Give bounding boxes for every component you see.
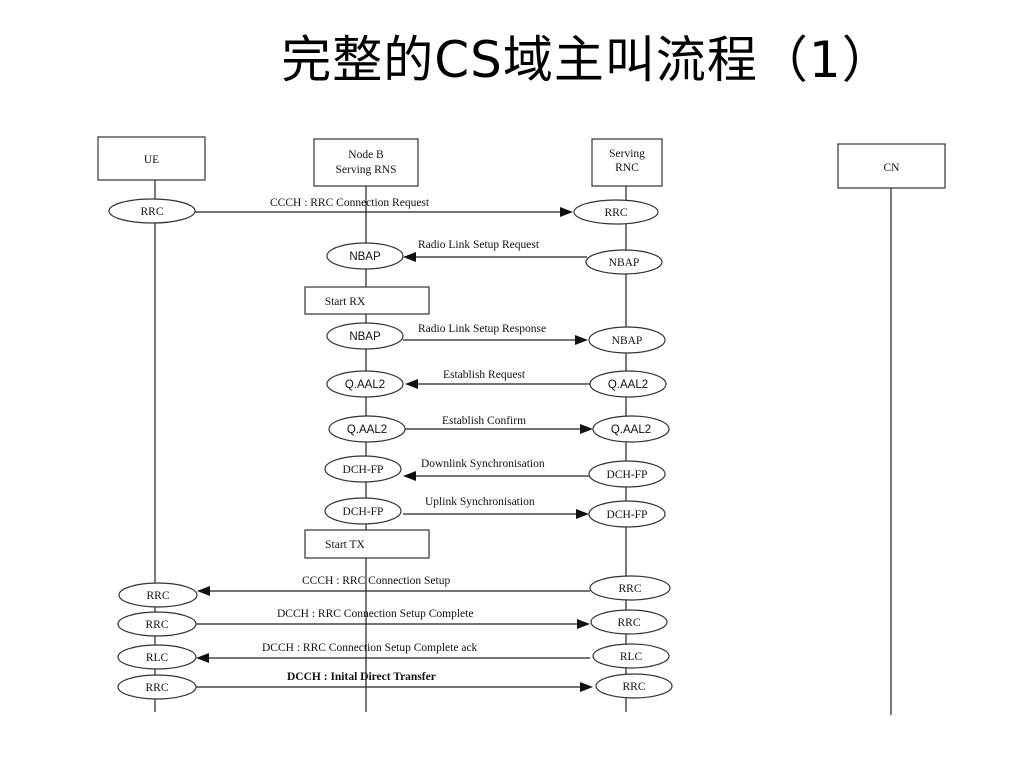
protocol-oval: DCH-FP <box>324 455 402 483</box>
slide-title: 完整的CS域主叫流程（1） <box>281 31 893 89</box>
protocol-oval: NBAP <box>588 326 666 354</box>
protocol-oval: NBAP <box>326 322 404 350</box>
protocol-label: DCH-FP <box>343 464 384 476</box>
message-label: Downlink Synchronisation <box>421 458 545 470</box>
entity-rnc-label-2: RNC <box>615 162 639 174</box>
protocol-label: RRC <box>145 619 168 631</box>
protocol-label: DCH-FP <box>343 506 384 518</box>
protocol-oval: Q.AAL2 <box>326 370 404 398</box>
protocol-oval: Q.AAL2 <box>592 415 670 443</box>
start-rx-box: Start RX <box>304 286 430 315</box>
protocol-oval: Q.AAL2 <box>328 415 406 443</box>
protocol-oval: RLC <box>592 643 670 669</box>
entity-nodeb-label-1: Node B <box>348 149 384 161</box>
protocol-label: RLC <box>146 652 169 664</box>
protocol-label: RRC <box>146 590 169 602</box>
message-rrc-connection-request: CCCH : RRC Connection Request <box>193 197 573 217</box>
protocol-oval: Q.AAL2 <box>589 370 667 398</box>
start-tx-label: Start TX <box>325 539 365 551</box>
protocol-label: RLC <box>620 651 643 663</box>
message-radio-link-setup-response: Radio Link Setup Response <box>403 323 588 345</box>
message-rrc-connection-setup: CCCH : RRC Connection Setup <box>197 575 590 596</box>
protocol-label: RRC <box>140 206 163 218</box>
entity-rnc-label-1: Serving <box>609 148 645 160</box>
protocol-oval: RLC <box>117 644 197 670</box>
start-tx-box: Start TX <box>304 529 430 559</box>
protocol-label: Q.AAL2 <box>608 379 648 391</box>
message-label: Uplink Synchronisation <box>425 496 535 508</box>
message-label: CCCH : RRC Connection Setup <box>302 575 450 587</box>
protocol-label: Q.AAL2 <box>347 424 387 436</box>
protocol-label: NBAP <box>612 335 643 347</box>
entity-ue: UE <box>97 136 206 181</box>
protocol-oval: RRC <box>118 582 198 608</box>
message-rrc-setup-complete: DCCH : RRC Connection Setup Complete <box>196 608 590 629</box>
message-label: Establish Confirm <box>442 415 526 427</box>
message-label: Radio Link Setup Request <box>418 239 540 251</box>
message-initial-direct-transfer: DCCH : Inital Direct Transfer <box>196 671 593 692</box>
protocol-label: DCH-FP <box>607 469 648 481</box>
protocol-oval: NBAP <box>326 242 404 270</box>
entity-cn-label: CN <box>884 162 901 174</box>
protocol-oval: RRC <box>117 674 197 700</box>
protocol-label: NBAP <box>349 331 381 343</box>
message-label: Radio Link Setup Response <box>418 323 546 335</box>
protocol-oval: DCH-FP <box>588 500 666 528</box>
protocol-oval: NBAP <box>585 249 663 275</box>
protocol-label: Q.AAL2 <box>345 379 385 391</box>
message-radio-link-setup-request: Radio Link Setup Request <box>403 239 587 262</box>
protocol-label: DCH-FP <box>607 509 648 521</box>
message-rrc-setup-complete-ack: DCCH : RRC Connection Setup Complete ack <box>196 642 590 663</box>
entity-nodeb-label-2: Serving RNS <box>335 164 396 176</box>
protocol-label: RRC <box>604 207 627 219</box>
entity-nodeb: Node B Serving RNS <box>313 138 419 187</box>
protocol-label: NBAP <box>349 251 381 263</box>
message-label: DCCH : RRC Connection Setup Complete ack <box>262 642 478 654</box>
message-label: DCCH : Inital Direct Transfer <box>287 671 436 683</box>
protocol-label: NBAP <box>609 257 640 269</box>
protocol-label: Q.AAL2 <box>611 424 651 436</box>
message-label: DCCH : RRC Connection Setup Complete <box>277 608 473 620</box>
message-uplink-synchronisation: Uplink Synchronisation <box>403 496 589 519</box>
message-label: Establish Request <box>443 369 526 381</box>
protocol-label: RRC <box>618 583 641 595</box>
protocol-oval: RRC <box>573 199 659 225</box>
protocol-oval: RRC <box>108 198 196 224</box>
protocol-oval: RRC <box>117 611 197 637</box>
protocol-oval: DCH-FP <box>588 460 666 488</box>
start-rx-label: Start RX <box>325 296 366 308</box>
message-downlink-synchronisation: Downlink Synchronisation <box>403 458 590 481</box>
entity-cn: CN <box>837 143 946 189</box>
protocol-oval: RRC <box>589 575 671 601</box>
message-establish-confirm: Establish Confirm <box>405 415 593 434</box>
protocol-oval: RRC <box>590 609 668 635</box>
entity-rnc: Serving RNC <box>591 138 663 187</box>
protocol-label: RRC <box>145 682 168 694</box>
message-label: CCCH : RRC Connection Request <box>270 197 430 209</box>
protocol-oval: DCH-FP <box>324 497 402 525</box>
protocol-label: RRC <box>622 681 645 693</box>
protocol-oval: RRC <box>595 673 673 699</box>
message-establish-request: Establish Request <box>405 369 590 389</box>
protocol-label: RRC <box>617 617 640 629</box>
entity-ue-label: UE <box>144 154 159 166</box>
